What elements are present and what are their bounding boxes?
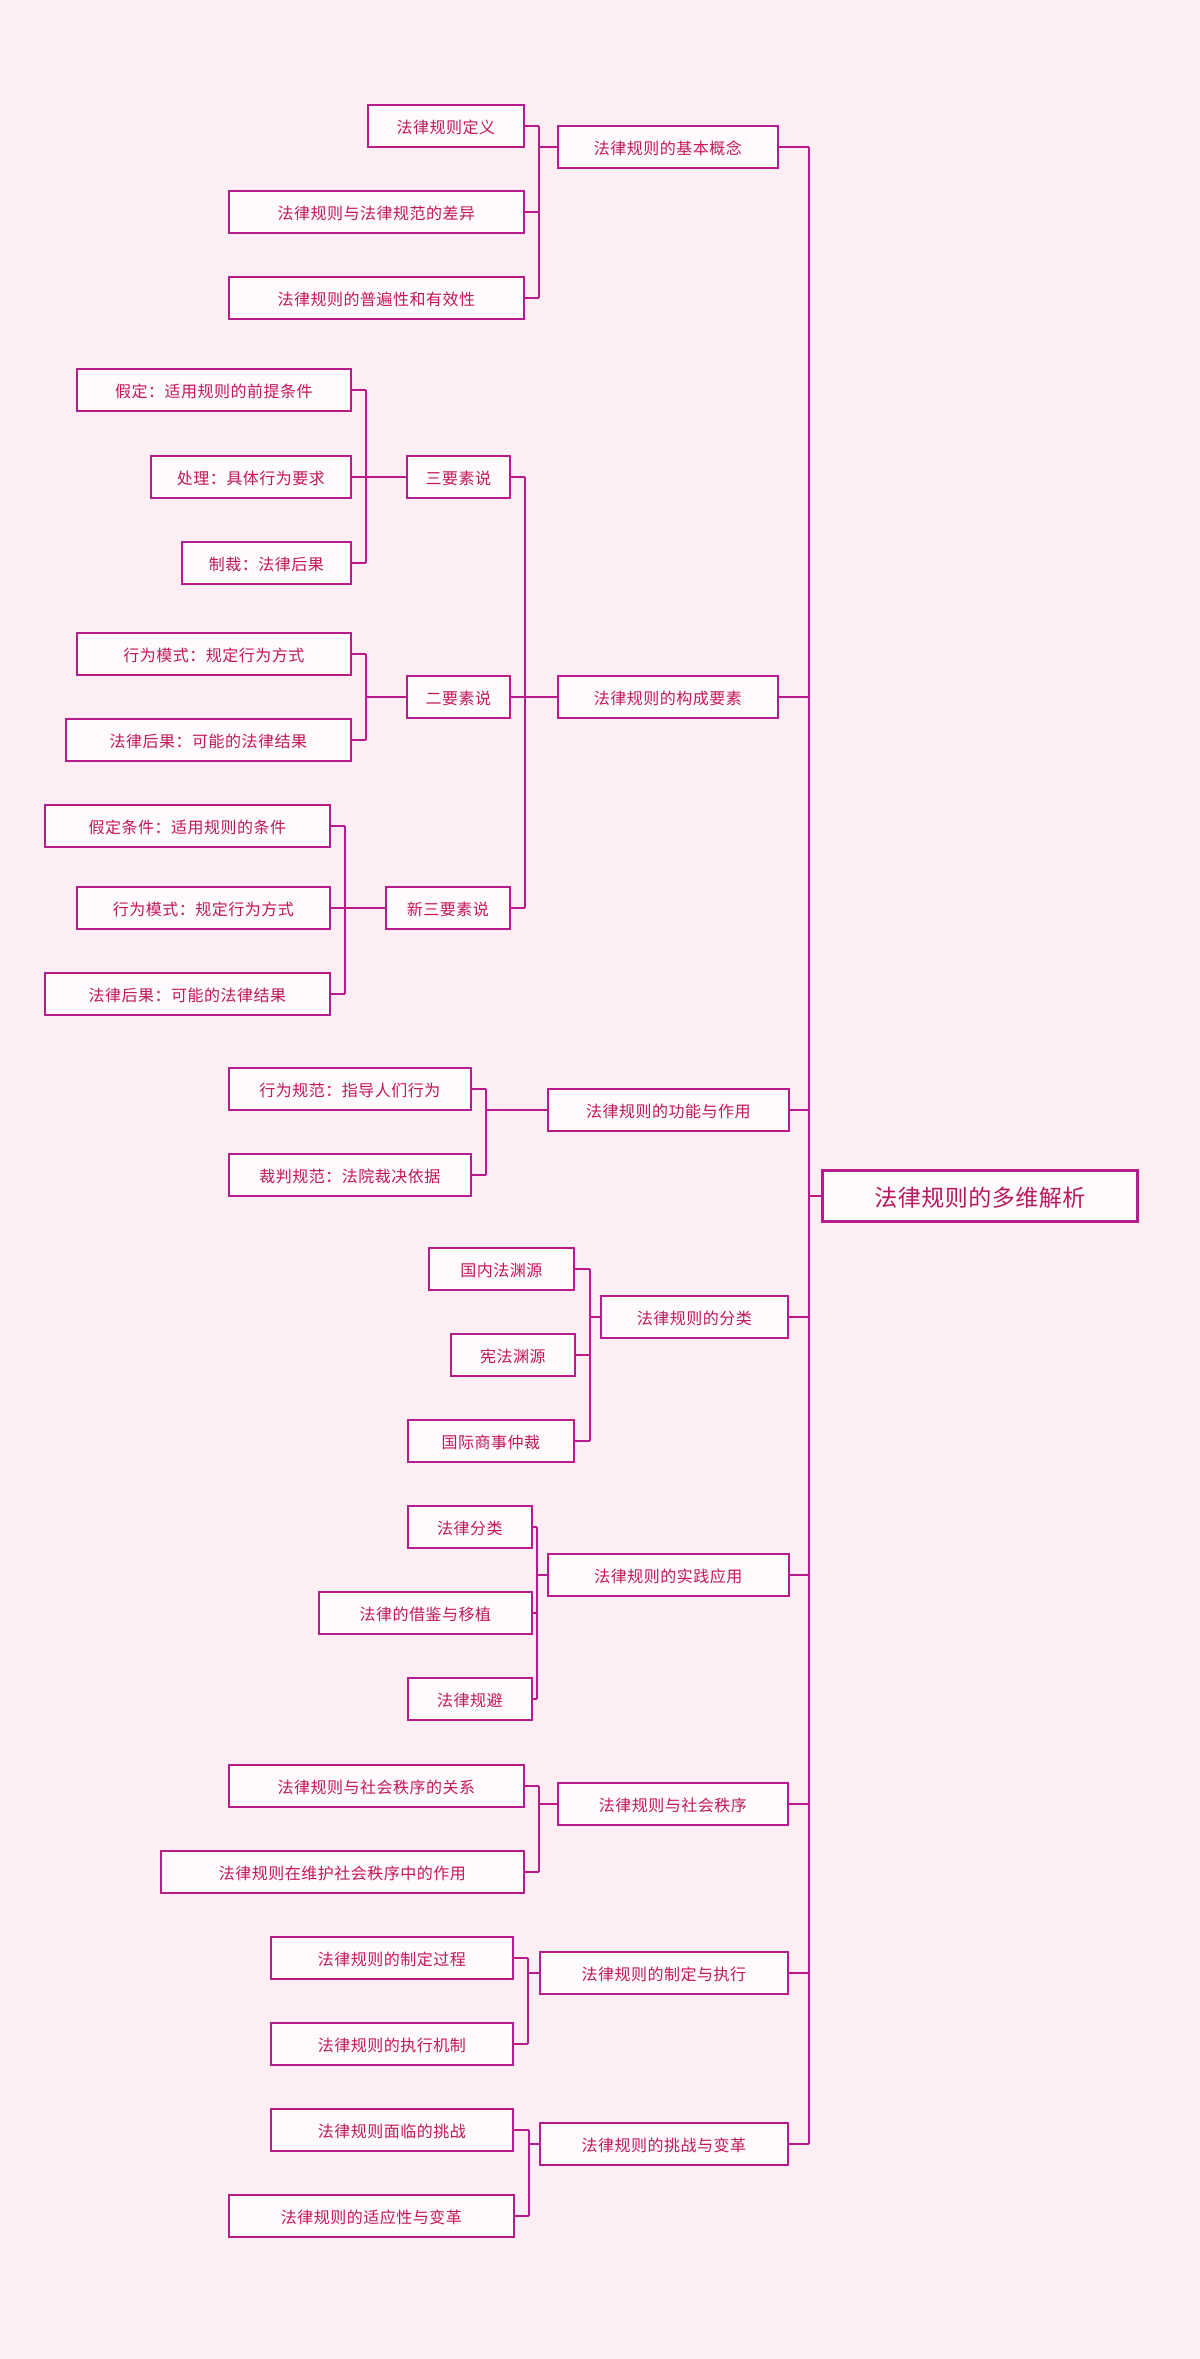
leaf-label: 法律的借鉴与移植 — [359, 1607, 492, 1624]
leaf-label: 行为模式：规定行为方式 — [112, 902, 295, 919]
leaf-label: 法律规则定义 — [396, 120, 496, 137]
leaf-node[interactable]: 假定条件：适用规则的条件 — [44, 804, 331, 848]
sub-branch-label: 三要素说 — [425, 471, 492, 488]
leaf-node[interactable]: 法律规则面临的挑战 — [270, 2108, 514, 2152]
root-node[interactable]: 法律规则的多维解析 — [821, 1169, 1139, 1223]
leaf-label: 法律后果：可能的法律结果 — [88, 988, 287, 1005]
leaf-node[interactable]: 行为模式：规定行为方式 — [76, 632, 352, 676]
leaf-node[interactable]: 假定：适用规则的前提条件 — [76, 368, 352, 412]
leaf-label: 法律规则与社会秩序的关系 — [277, 1780, 476, 1797]
leaf-node[interactable]: 法律规则与社会秩序的关系 — [228, 1764, 525, 1808]
branch-label: 法律规则的分类 — [636, 1311, 753, 1328]
branch-label: 法律规则的制定与执行 — [581, 1967, 747, 1984]
branch-label: 法律规则的功能与作用 — [585, 1104, 751, 1121]
branch-node-constituent-elements[interactable]: 法律规则的构成要素 — [557, 675, 779, 719]
leaf-label: 宪法渊源 — [479, 1349, 546, 1366]
leaf-label: 国际商事仲裁 — [441, 1435, 541, 1452]
leaf-node[interactable]: 法律规则与法律规范的差异 — [228, 190, 525, 234]
branch-label: 法律规则的实践应用 — [594, 1569, 743, 1586]
leaf-label: 法律规则在维护社会秩序中的作用 — [218, 1866, 467, 1883]
sub-branch-node-new-three-element-theory[interactable]: 新三要素说 — [385, 886, 511, 930]
leaf-node[interactable]: 制裁：法律后果 — [181, 541, 352, 585]
leaf-node[interactable]: 法律后果：可能的法律结果 — [65, 718, 352, 762]
leaf-label: 裁判规范：法院裁决依据 — [259, 1169, 441, 1186]
leaf-node[interactable]: 国际商事仲裁 — [407, 1419, 575, 1463]
branch-node-practical-application[interactable]: 法律规则的实践应用 — [547, 1553, 790, 1597]
leaf-label: 制裁：法律后果 — [208, 557, 325, 574]
leaf-node[interactable]: 法律规避 — [407, 1677, 533, 1721]
branch-label: 法律规则的基本概念 — [593, 141, 743, 158]
branch-label: 法律规则的构成要素 — [593, 691, 743, 708]
leaf-node[interactable]: 法律规则在维护社会秩序中的作用 — [160, 1850, 525, 1894]
branch-node-formulation-and-enforcement[interactable]: 法律规则的制定与执行 — [539, 1951, 789, 1995]
branch-node-basic-concepts[interactable]: 法律规则的基本概念 — [557, 125, 779, 169]
leaf-node[interactable]: 法律后果：可能的法律结果 — [44, 972, 331, 1016]
leaf-label: 法律规则的执行机制 — [317, 2038, 467, 2055]
sub-branch-node-three-element-theory[interactable]: 三要素说 — [406, 455, 511, 499]
leaf-label: 法律规则面临的挑战 — [317, 2124, 467, 2141]
leaf-node[interactable]: 法律规则的执行机制 — [270, 2022, 514, 2066]
leaf-label: 法律规则与法律规范的差异 — [277, 206, 476, 223]
leaf-label: 处理：具体行为要求 — [176, 471, 326, 488]
leaf-node[interactable]: 宪法渊源 — [450, 1333, 576, 1377]
leaf-label: 法律分类 — [436, 1521, 503, 1538]
leaf-label: 假定：适用规则的前提条件 — [114, 384, 313, 401]
leaf-node[interactable]: 裁判规范：法院裁决依据 — [228, 1153, 472, 1197]
leaf-node[interactable]: 处理：具体行为要求 — [150, 455, 352, 499]
branch-node-challenges-and-reform[interactable]: 法律规则的挑战与变革 — [539, 2122, 789, 2166]
sub-branch-label: 新三要素说 — [406, 902, 490, 919]
branch-label: 法律规则与社会秩序 — [598, 1798, 748, 1815]
root-node-label: 法律规则的多维解析 — [874, 1186, 1086, 1211]
leaf-node[interactable]: 国内法渊源 — [428, 1247, 575, 1291]
leaf-label: 法律规则的普遍性和有效性 — [277, 292, 476, 309]
branch-node-social-order[interactable]: 法律规则与社会秩序 — [557, 1782, 789, 1826]
leaf-label: 行为模式：规定行为方式 — [123, 648, 305, 665]
leaf-node[interactable]: 法律分类 — [407, 1505, 533, 1549]
leaf-node[interactable]: 法律的借鉴与移植 — [318, 1591, 533, 1635]
branch-node-functions-and-roles[interactable]: 法律规则的功能与作用 — [547, 1088, 790, 1132]
leaf-label: 行为规范：指导人们行为 — [259, 1083, 441, 1100]
leaf-label: 法律规则的制定过程 — [317, 1952, 467, 1969]
leaf-node[interactable]: 法律规则的适应性与变革 — [228, 2194, 515, 2238]
sub-branch-label: 二要素说 — [425, 691, 492, 708]
leaf-node[interactable]: 法律规则的制定过程 — [270, 1936, 514, 1980]
leaf-node[interactable]: 行为模式：规定行为方式 — [76, 886, 331, 930]
leaf-label: 法律后果：可能的法律结果 — [109, 734, 308, 751]
sub-branch-node-two-element-theory[interactable]: 二要素说 — [406, 675, 511, 719]
branch-label: 法律规则的挑战与变革 — [581, 2138, 747, 2155]
leaf-node[interactable]: 法律规则定义 — [367, 104, 525, 148]
leaf-label: 假定条件：适用规则的条件 — [88, 820, 287, 837]
branch-node-classification[interactable]: 法律规则的分类 — [600, 1295, 789, 1339]
leaf-label: 国内法渊源 — [460, 1263, 543, 1280]
leaf-node[interactable]: 法律规则的普遍性和有效性 — [228, 276, 525, 320]
leaf-node[interactable]: 行为规范：指导人们行为 — [228, 1067, 472, 1111]
leaf-label: 法律规避 — [436, 1693, 503, 1710]
leaf-label: 法律规则的适应性与变革 — [280, 2210, 463, 2227]
